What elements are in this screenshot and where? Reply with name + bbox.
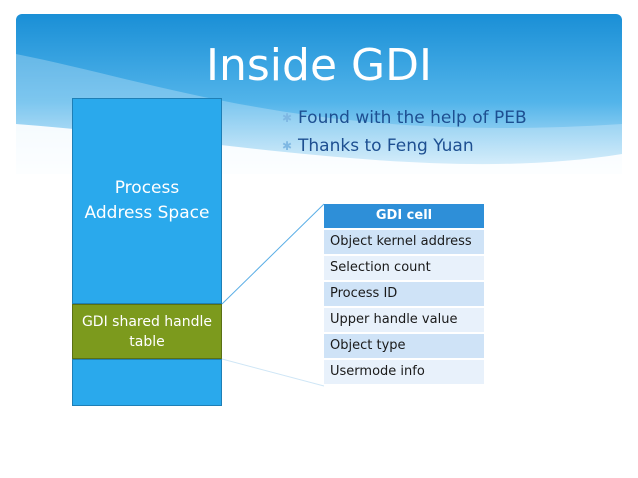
gdi-cell-table: GDI cell Object kernel address Selection… xyxy=(324,204,484,386)
bullet-item: ✱ Found with the help of PEB xyxy=(282,104,527,132)
process-address-space-block: Process Address Space xyxy=(72,98,222,304)
gdi-cell-row: Object type xyxy=(324,334,484,360)
connector-line-top xyxy=(221,203,325,305)
slide-title: Inside GDI xyxy=(206,40,432,91)
process-address-space-label: Process Address Space xyxy=(84,178,210,223)
slide: Inside GDI ✱ Found with the help of PEB … xyxy=(16,14,622,464)
gdi-cell-header: GDI cell xyxy=(324,204,484,230)
bullet-list: ✱ Found with the help of PEB ✱ Thanks to… xyxy=(282,104,527,160)
gdi-cell-row: Usermode info xyxy=(324,360,484,386)
gdi-cell-row: Upper handle value xyxy=(324,308,484,334)
asterisk-icon: ✱ xyxy=(282,139,293,153)
bullet-item: ✱ Thanks to Feng Yuan xyxy=(282,132,527,160)
gdi-cell-row: Process ID xyxy=(324,282,484,308)
bullet-text: Thanks to Feng Yuan xyxy=(298,136,474,156)
gdi-shared-handle-table-block: GDI shared handle table xyxy=(72,304,222,359)
gdi-cell-row: Object kernel address xyxy=(324,230,484,256)
connector-lines xyxy=(221,203,325,387)
bullet-text: Found with the help of PEB xyxy=(298,108,527,128)
process-address-space-lower-block xyxy=(72,359,222,406)
gdi-cell-row: Selection count xyxy=(324,256,484,282)
gdi-shared-handle-table-label: GDI shared handle table xyxy=(81,313,213,350)
asterisk-icon: ✱ xyxy=(282,111,293,125)
connector-line-bottom xyxy=(221,358,325,387)
